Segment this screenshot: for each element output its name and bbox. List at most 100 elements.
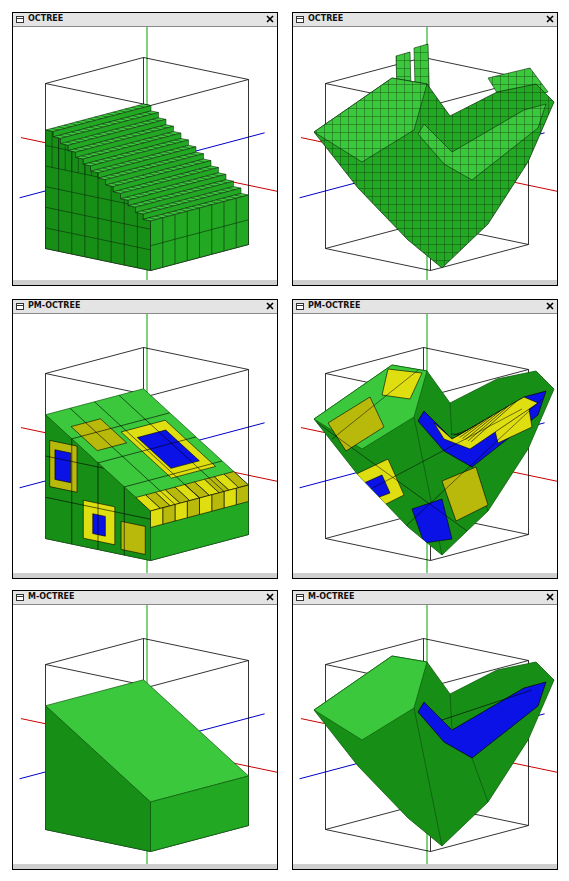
window-graphic: [13, 591, 284, 881]
close-icon: [267, 594, 273, 600]
voxel-cell-line: [111, 97, 112, 180]
close-icon: [267, 16, 273, 22]
pm-patch: [350, 459, 404, 511]
voxel-cell-line: [91, 136, 99, 138]
close-icon: [267, 594, 273, 600]
window-graphic: [293, 13, 564, 313]
fold-line: [450, 694, 452, 730]
voxel-cell-line: [149, 218, 157, 220]
close-icon: [547, 16, 553, 22]
close-icon: [547, 303, 553, 309]
voxel-cell-line: [185, 200, 193, 202]
voxel-cell-line: [158, 153, 166, 155]
window-title: M-OCTREE: [308, 592, 355, 602]
pm-cell-line: [98, 437, 196, 463]
voxel-cell-line: [194, 179, 202, 181]
voxel-cell-line: [98, 95, 99, 178]
voxel-cell-line: [89, 163, 97, 165]
voxel-cell-line: [153, 164, 161, 166]
voxel-cell-line: [168, 213, 176, 215]
voxel-cell-line: [52, 128, 60, 130]
voxel-cell-line: [146, 121, 154, 123]
voxel-cell-line: [97, 134, 105, 136]
status-bar: [13, 573, 277, 578]
bounding-cube-edge: [144, 639, 249, 661]
voxel-cell-line: [147, 165, 155, 167]
voxel-cell-line: [104, 96, 105, 179]
window-menu-icon: [17, 595, 24, 601]
close-icon: [267, 303, 273, 309]
voxel-cell-line: [132, 151, 140, 153]
voxel-cell-line: [130, 179, 138, 181]
voxel-cell-line: [160, 126, 168, 128]
voxel-cell-line: [46, 125, 151, 147]
voxel-cell-line: [82, 156, 90, 158]
voxel-cell-line: [120, 155, 128, 157]
window-menu-icon: [17, 596, 23, 597]
voxel-cell-line: [212, 174, 220, 176]
pm-patches: [312, 359, 542, 549]
channel-edge: [442, 690, 532, 720]
voxel-cell-line: [67, 142, 75, 144]
voxel-cell-line: [124, 180, 132, 182]
pm-vertex-patch: [55, 450, 71, 483]
voxel-side-face: [151, 195, 249, 271]
voxel-cell-line: [133, 116, 141, 118]
voxel-cell-line: [199, 169, 207, 171]
voxel-cell-line: [134, 204, 142, 206]
voxel-cell-line: [103, 132, 111, 134]
title-bar-line: [293, 313, 557, 314]
voxel-cell-line: [129, 134, 137, 136]
pm-grid: [70, 395, 224, 504]
voxel-cell-line: [221, 190, 229, 192]
title-bar-line: [293, 26, 557, 27]
voxel-cell-line: [165, 196, 173, 198]
voxel-cell-line: [59, 135, 67, 137]
render-view: [20, 605, 277, 864]
voxel-cell-line: [203, 195, 211, 197]
voxel-cell-line: [140, 123, 148, 125]
app-window: OCTREE: [12, 12, 278, 286]
voxel-cell-line: [173, 167, 181, 169]
voxel-grid: [151, 198, 249, 267]
voxel-cell-line: [117, 99, 118, 182]
surface-body: [314, 656, 554, 846]
voxel-cell-line: [197, 161, 205, 163]
voxel-cell-line: [91, 93, 92, 176]
voxel-cell-line: [170, 150, 178, 152]
voxel-cell-line: [111, 139, 119, 141]
voxel-cell-line: [227, 188, 235, 190]
voxel-cell-line: [46, 145, 151, 167]
voxel-cell-line: [208, 185, 216, 187]
voxel-cell-line: [117, 138, 125, 140]
voxel-cell-line: [164, 152, 172, 154]
voxel-cell-line: [215, 191, 223, 193]
voxel-cell-line: [113, 112, 121, 114]
voxel-cell-line: [114, 156, 122, 158]
voxel-cell-line: [176, 149, 184, 151]
bounding-cube-edge: [325, 665, 326, 830]
pm-cell-line: [352, 409, 522, 499]
title-bar: [293, 300, 557, 313]
voxel-cell-line: [151, 220, 249, 246]
voxel-cell-line: [223, 198, 231, 200]
voxel-cell-line: [133, 196, 141, 198]
voxel-cell-line: [73, 141, 81, 143]
voxel-cell-line: [150, 147, 158, 149]
voxel-cell-line: [146, 157, 154, 159]
pm-cell-line: [95, 402, 200, 498]
window-menu-icon: [297, 17, 304, 23]
voxel-cell-line: [198, 205, 206, 207]
voxel-cell-line: [106, 149, 114, 151]
voxel-cell-line: [174, 176, 182, 178]
pm-patch: [328, 397, 384, 451]
title-bar: [293, 13, 557, 26]
window-menu-icon: [297, 596, 303, 597]
window-frame: [293, 13, 558, 286]
voxel-cell-line: [127, 197, 135, 199]
bounding-cube-edge: [144, 348, 249, 370]
voxel-cell-line: [200, 178, 208, 180]
voxel-cell-line: [121, 163, 129, 165]
voxel-cell-line: [163, 143, 171, 145]
app-window: M-OCTREE: [12, 590, 278, 870]
